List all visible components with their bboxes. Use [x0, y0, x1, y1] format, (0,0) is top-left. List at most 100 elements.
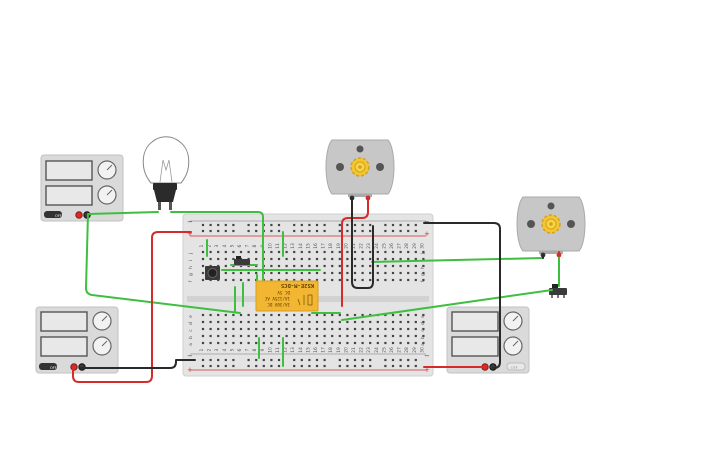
- breadboard-hole[interactable]: [239, 320, 243, 324]
- breadboard-hole[interactable]: [270, 229, 273, 233]
- breadboard-hole[interactable]: [270, 250, 273, 254]
- breadboard-hole[interactable]: [338, 341, 341, 345]
- breadboard-hole[interactable]: [346, 223, 349, 227]
- breadboard-hole[interactable]: [353, 264, 357, 268]
- breadboard-hole[interactable]: [277, 364, 281, 368]
- breadboard-hole[interactable]: [346, 257, 349, 261]
- breadboard-hole[interactable]: [331, 341, 334, 345]
- breadboard-hole[interactable]: [217, 364, 220, 368]
- breadboard-hole[interactable]: [407, 358, 410, 362]
- breadboard-hole[interactable]: [353, 327, 357, 331]
- breadboard-hole[interactable]: [361, 278, 364, 282]
- breadboard-hole[interactable]: [300, 313, 303, 317]
- breadboard-hole[interactable]: [308, 334, 311, 338]
- breadboard-hole[interactable]: [232, 271, 235, 275]
- breadboard-hole[interactable]: [361, 223, 364, 227]
- breadboard-hole[interactable]: [414, 250, 417, 254]
- breadboard-hole[interactable]: [369, 250, 372, 254]
- breadboard-hole[interactable]: [391, 327, 395, 331]
- breadboard-hole[interactable]: [384, 264, 387, 268]
- breadboard-hole[interactable]: [247, 341, 250, 345]
- breadboard-hole[interactable]: [217, 341, 220, 345]
- breadboard-hole[interactable]: [224, 264, 227, 268]
- breadboard-hole[interactable]: [361, 271, 364, 275]
- breadboard-hole[interactable]: [308, 341, 311, 345]
- breadboard-hole[interactable]: [407, 364, 410, 368]
- breadboard-hole[interactable]: [293, 320, 296, 324]
- breadboard-hole[interactable]: [262, 341, 265, 345]
- breadboard-hole[interactable]: [224, 341, 227, 345]
- breadboard-hole[interactable]: [262, 320, 265, 324]
- breadboard-hole[interactable]: [361, 313, 364, 317]
- breadboard-hole[interactable]: [201, 341, 205, 345]
- breadboard-hole[interactable]: [285, 264, 288, 268]
- breadboard-hole[interactable]: [247, 313, 250, 317]
- breadboard-hole[interactable]: [331, 327, 334, 331]
- breadboard-hole[interactable]: [293, 313, 296, 317]
- breadboard-hole[interactable]: [247, 250, 250, 254]
- breadboard-hole[interactable]: [331, 278, 334, 282]
- breadboard-hole[interactable]: [346, 364, 349, 368]
- breadboard-hole[interactable]: [239, 334, 243, 338]
- breadboard-hole[interactable]: [209, 358, 212, 362]
- breadboard-hole[interactable]: [422, 334, 425, 338]
- breadboard-hole[interactable]: [361, 264, 364, 268]
- breadboard-hole[interactable]: [414, 320, 417, 324]
- breadboard-hole[interactable]: [422, 250, 425, 254]
- breadboard-hole[interactable]: [293, 358, 296, 362]
- breadboard-hole[interactable]: [346, 250, 349, 254]
- dc-motor-top[interactable]: [325, 139, 395, 201]
- breadboard-hole[interactable]: [361, 250, 364, 254]
- breadboard-hole[interactable]: [407, 278, 410, 282]
- breadboard-hole[interactable]: [323, 223, 326, 227]
- breadboard-hole[interactable]: [293, 341, 296, 345]
- breadboard-hole[interactable]: [384, 250, 387, 254]
- breadboard-hole[interactable]: [217, 320, 220, 324]
- breadboard-hole[interactable]: [239, 278, 243, 282]
- breadboard-hole[interactable]: [232, 320, 235, 324]
- breadboard-hole[interactable]: [323, 229, 326, 233]
- breadboard-hole[interactable]: [384, 271, 387, 275]
- breadboard-hole[interactable]: [422, 271, 425, 275]
- breadboard-hole[interactable]: [376, 278, 379, 282]
- breadboard-hole[interactable]: [232, 223, 235, 227]
- breadboard-hole[interactable]: [384, 327, 387, 331]
- breadboard-hole[interactable]: [323, 264, 326, 268]
- breadboard-hole[interactable]: [315, 223, 319, 227]
- breadboard-hole[interactable]: [346, 278, 349, 282]
- breadboard-hole[interactable]: [300, 229, 303, 233]
- breadboard-hole[interactable]: [308, 313, 311, 317]
- breadboard-hole[interactable]: [399, 229, 402, 233]
- breadboard-hole[interactable]: [331, 271, 334, 275]
- breadboard-hole[interactable]: [414, 341, 417, 345]
- breadboard-hole[interactable]: [384, 229, 387, 233]
- breadboard-hole[interactable]: [255, 257, 258, 261]
- breadboard-hole[interactable]: [308, 358, 311, 362]
- breadboard-hole[interactable]: [277, 264, 281, 268]
- breadboard-hole[interactable]: [361, 341, 364, 345]
- breadboard-hole[interactable]: [323, 271, 326, 275]
- breadboard-hole[interactable]: [308, 257, 311, 261]
- breadboard-hole[interactable]: [232, 364, 235, 368]
- breadboard-hole[interactable]: [323, 257, 326, 261]
- breadboard-hole[interactable]: [255, 341, 258, 345]
- breadboard-hole[interactable]: [209, 313, 212, 317]
- breadboard-hole[interactable]: [391, 313, 395, 317]
- breadboard-hole[interactable]: [331, 257, 334, 261]
- breadboard-hole[interactable]: [391, 229, 395, 233]
- wire-green[interactable]: [341, 289, 553, 321]
- breadboard-hole[interactable]: [300, 223, 303, 227]
- breadboard-hole[interactable]: [255, 334, 258, 338]
- slide-switch-icon[interactable]: [549, 284, 567, 298]
- push-button-icon[interactable]: [205, 266, 220, 280]
- breadboard-hole[interactable]: [217, 358, 220, 362]
- breadboard-hole[interactable]: [414, 327, 417, 331]
- breadboard-hole[interactable]: [384, 364, 387, 368]
- wire-black[interactable]: [351, 197, 374, 289]
- breadboard-hole[interactable]: [376, 257, 379, 261]
- wire-green[interactable]: [371, 257, 544, 263]
- breadboard-hole[interactable]: [399, 257, 402, 261]
- breadboard-hole[interactable]: [338, 334, 341, 338]
- power-supply-bottom-right[interactable]: OFF: [446, 306, 530, 374]
- breadboard-hole[interactable]: [277, 257, 281, 261]
